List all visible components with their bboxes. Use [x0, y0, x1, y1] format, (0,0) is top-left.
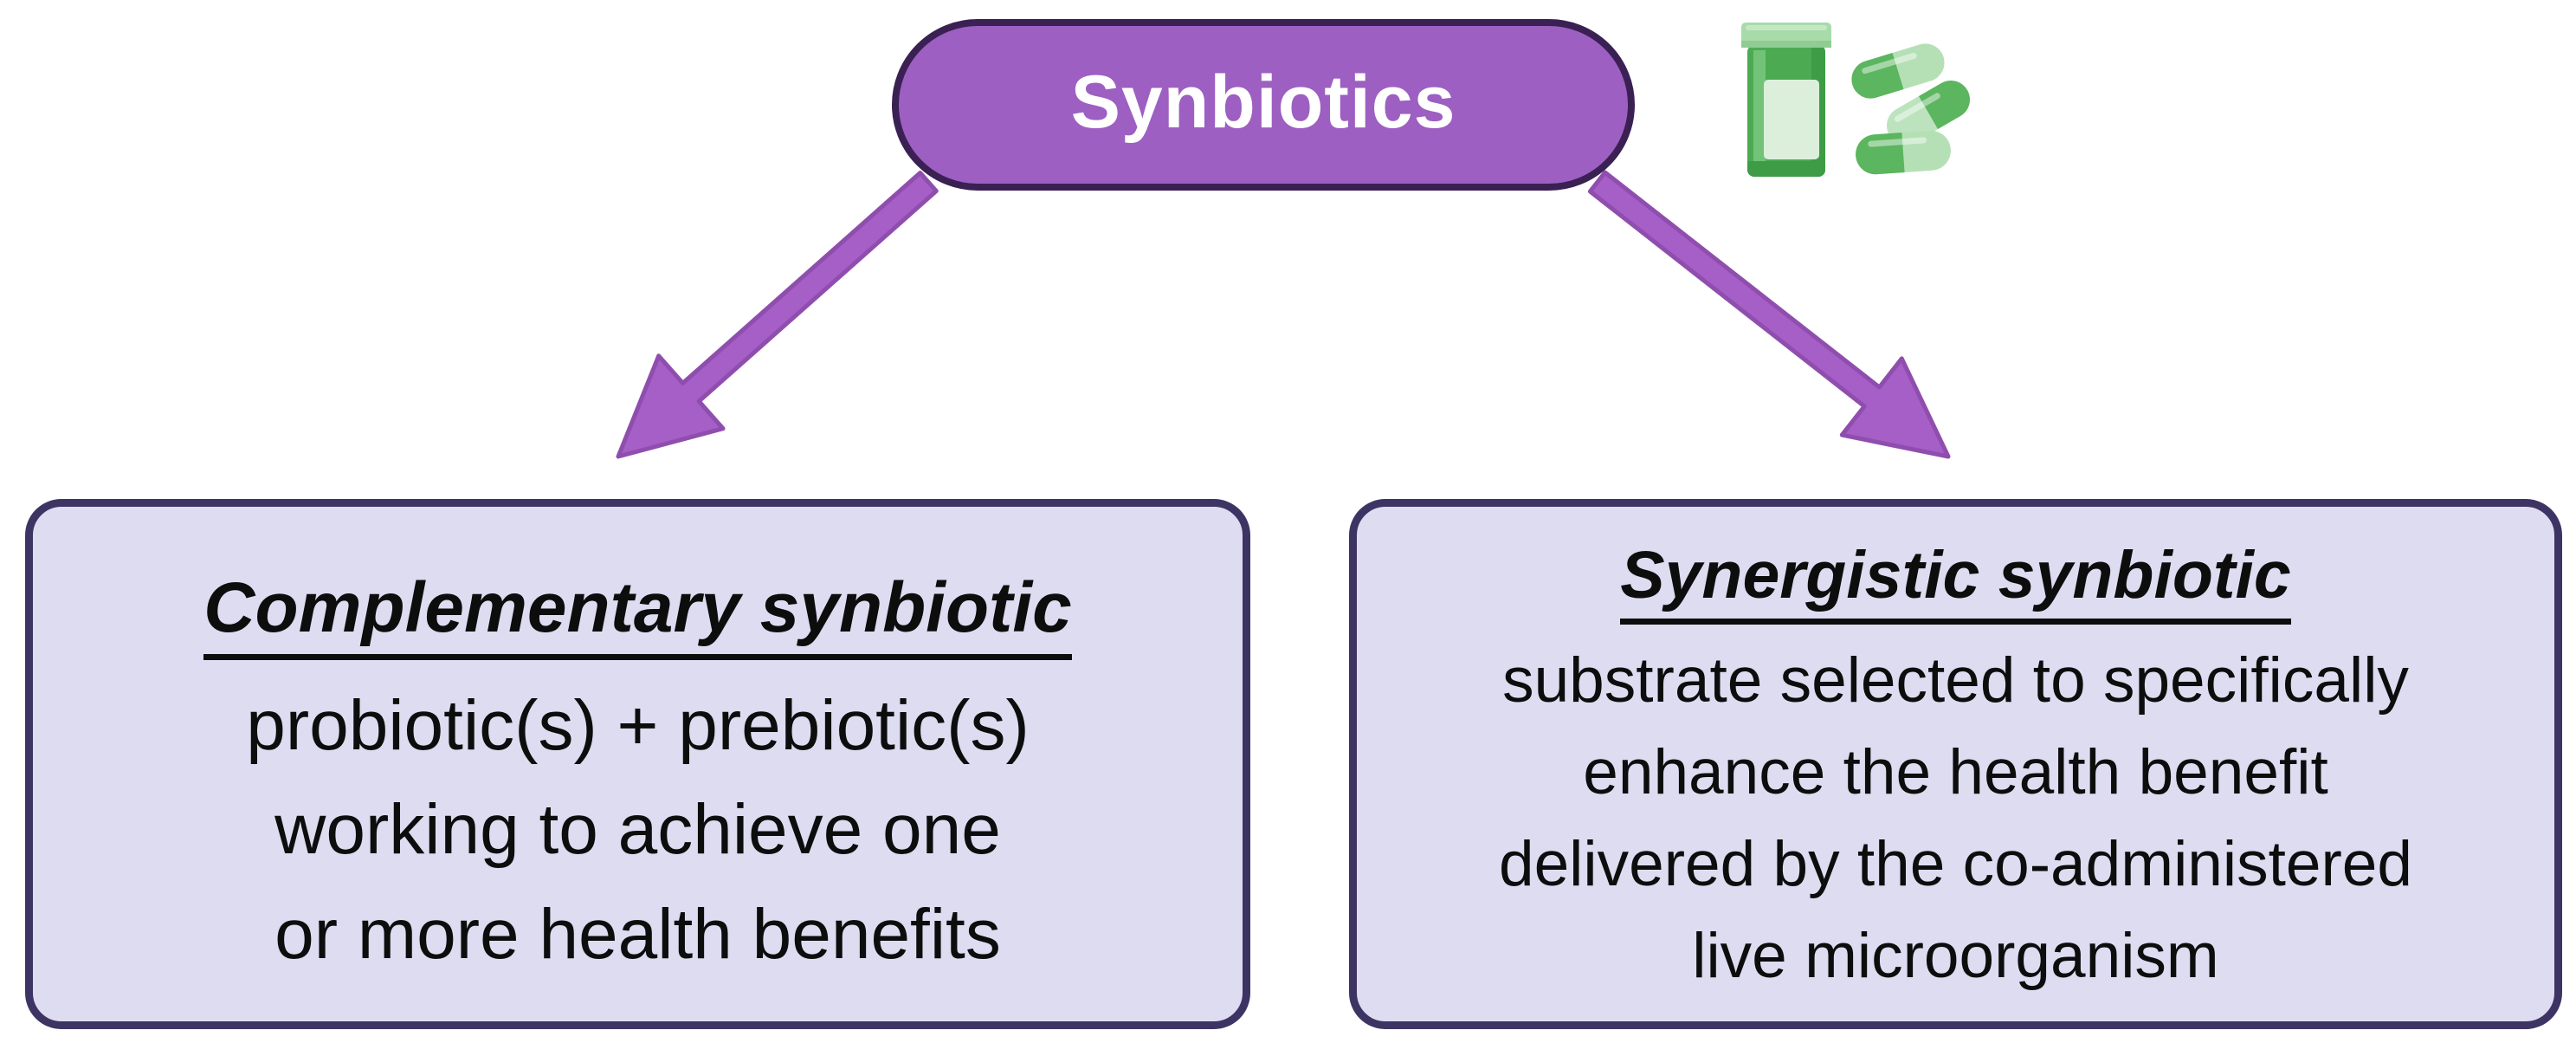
- complementary-synbiotic-line: probiotic(s) + prebiotic(s): [246, 685, 1030, 765]
- complementary-synbiotic-line: working to achieve one: [274, 790, 1001, 870]
- synergistic-synbiotic-line: substrate selected to specifically: [1502, 645, 2409, 716]
- pill-bottle-icon: [1741, 23, 1831, 177]
- synergistic-synbiotic-title: Synergistic synbiotic: [1620, 537, 2291, 625]
- complementary-synbiotic-title: Complementary synbiotic: [203, 567, 1072, 660]
- root-node-label: Synbiotics: [1070, 60, 1456, 144]
- capsules-icon: [1851, 43, 1970, 175]
- left-branch-arrow: [616, 171, 939, 459]
- synergistic-synbiotic-line: delivered by the co-administered: [1498, 828, 2412, 899]
- right-branch-arrow: [1587, 170, 1951, 459]
- synergistic-synbiotic-line: enhance the health benefit: [1583, 736, 2328, 807]
- synergistic-synbiotic-box: Synergistic synbiotic substrate selected…: [1349, 499, 2562, 1029]
- complementary-synbiotic-box: Complementary synbiotic probiotic(s) + p…: [25, 499, 1250, 1029]
- supplement-icons: [1741, 23, 1970, 177]
- root-node-synbiotics: Synbiotics: [892, 19, 1635, 191]
- synergistic-synbiotic-line: live microorganism: [1692, 920, 2219, 991]
- complementary-synbiotic-line: or more health benefits: [274, 894, 1001, 974]
